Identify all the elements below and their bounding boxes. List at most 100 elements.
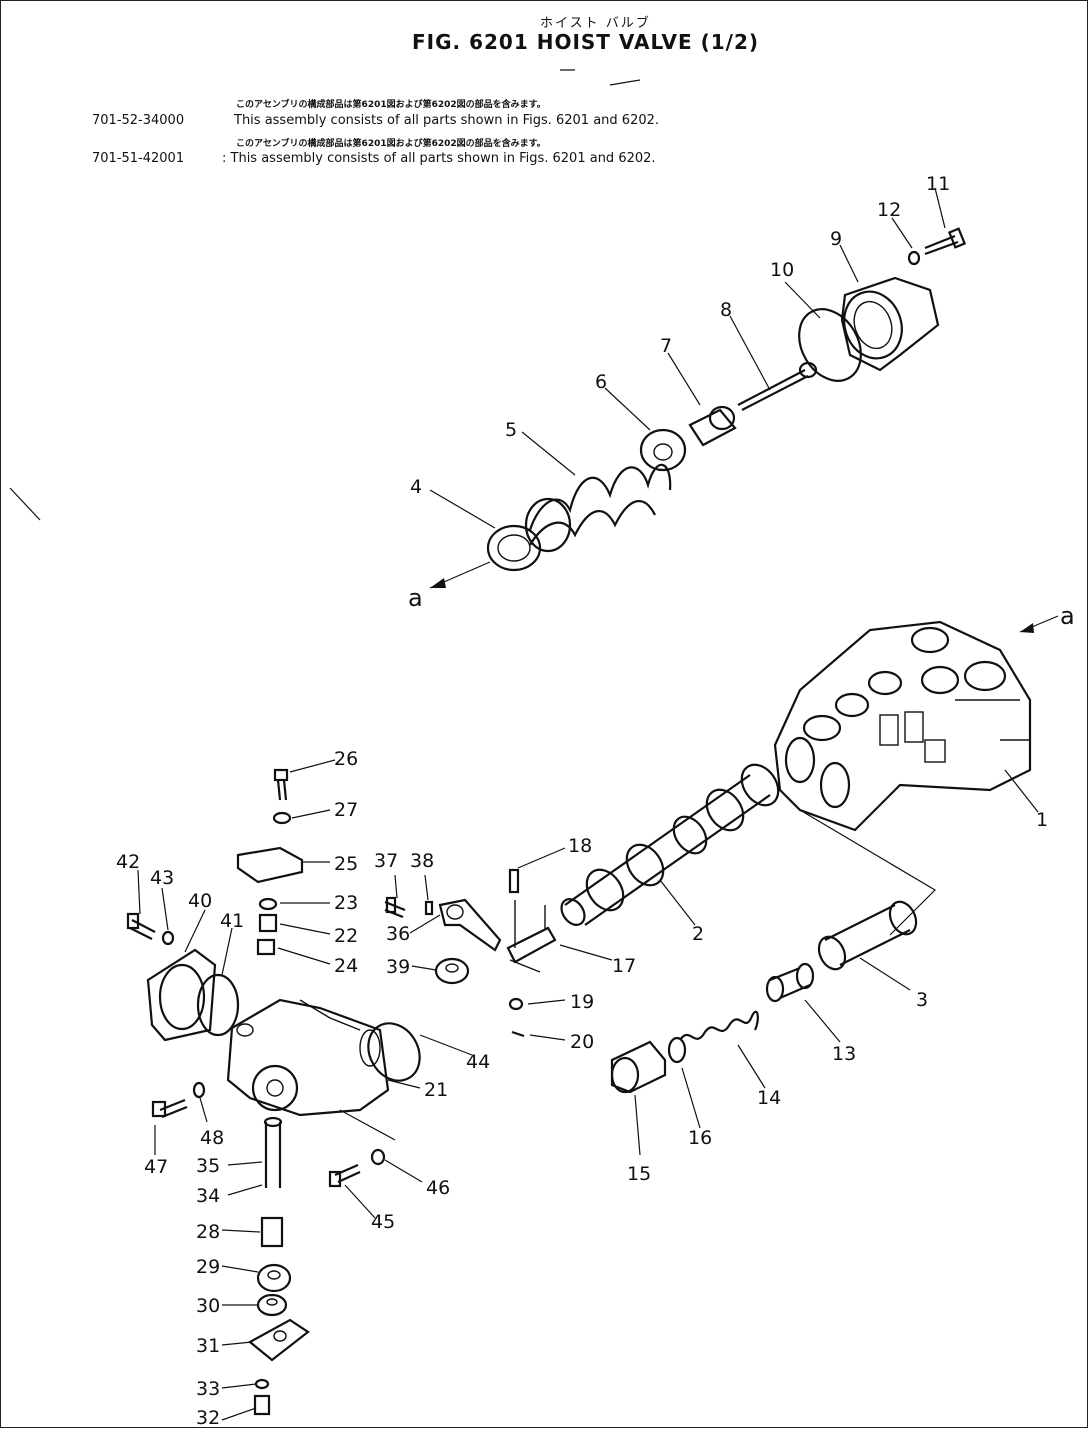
part-2-spool — [560, 763, 780, 926]
part-13-sleeve — [765, 962, 815, 1003]
arrow-a-left-head — [430, 578, 446, 588]
label-18: 18 — [568, 835, 592, 857]
part-22-plug — [258, 913, 278, 933]
part-24-plug — [256, 938, 276, 956]
part-28-bushing — [260, 1216, 284, 1248]
part-41-o-ring — [196, 973, 240, 1037]
part-30-seal — [256, 1293, 288, 1317]
label-46: 46 — [426, 1177, 450, 1199]
assembly-guide-line — [339, 1109, 396, 1141]
part-6-retainer — [639, 428, 687, 472]
part-46-washer — [370, 1148, 386, 1166]
label-20: 20 — [570, 1031, 594, 1053]
label-40: 40 — [188, 890, 212, 912]
label-37: 37 — [374, 850, 398, 872]
part-45-bolt — [328, 1163, 361, 1188]
part-7-sleeve — [688, 405, 737, 447]
note-1-japanese: このアセンブリの構成部品は第6201図および第6202図の部品を含みます。 — [236, 100, 546, 110]
label-44: 44 — [466, 1051, 490, 1073]
arrow-label-a-left: a — [408, 584, 423, 612]
label-30: 30 — [196, 1295, 220, 1317]
label-10: 10 — [770, 259, 794, 281]
part-38-washer — [424, 900, 434, 916]
part-3-sleeve — [817, 900, 918, 971]
part-1-valve-body — [773, 620, 1032, 832]
label-28: 28 — [196, 1221, 220, 1243]
label-39: 39 — [386, 956, 410, 978]
label-38: 38 — [410, 850, 434, 872]
note-1-text: This assembly consists of all parts show… — [234, 113, 660, 128]
label-3: 3 — [916, 989, 928, 1011]
note-2-japanese: このアセンブリの構成部品は第6201図および第6202図の部品を含みます。 — [236, 139, 546, 149]
part-32-bolt — [253, 1394, 271, 1416]
label-14: 14 — [757, 1087, 781, 1109]
part-34-shaft-top — [263, 1116, 283, 1128]
part-26-bolt-head — [273, 768, 289, 782]
part-21-housing — [226, 998, 390, 1117]
part-31-plate — [248, 1318, 310, 1362]
label-32: 32 — [196, 1407, 220, 1429]
label-5: 5 — [505, 419, 517, 441]
part-10-o-ring — [798, 308, 862, 382]
note-1-part-number: 701-52-34000 — [92, 113, 185, 128]
part-26-bolt — [276, 779, 288, 801]
label-22: 22 — [334, 925, 358, 947]
label-34: 34 — [196, 1185, 220, 1207]
part-44-o-ring — [367, 1022, 421, 1082]
part-48-washer — [192, 1081, 206, 1099]
label-24: 24 — [334, 955, 358, 977]
label-25: 25 — [334, 853, 358, 875]
part-42-bolt — [126, 912, 156, 940]
part-34-shaft — [264, 1122, 282, 1188]
label-45: 45 — [371, 1211, 395, 1233]
part-4-seat — [486, 524, 542, 572]
label-43: 43 — [150, 867, 174, 889]
scan-mark — [9, 487, 41, 521]
label-7: 7 — [660, 335, 672, 357]
label-33: 33 — [196, 1378, 220, 1400]
part-36-lever — [438, 898, 502, 952]
label-8: 8 — [720, 299, 732, 321]
label-21: 21 — [424, 1079, 448, 1101]
label-23: 23 — [334, 892, 358, 914]
part-37-bolt — [384, 896, 406, 919]
label-27: 27 — [334, 799, 358, 821]
arrow-label-a-right: a — [1060, 602, 1075, 630]
part-5-spring — [524, 463, 672, 553]
leader-lines — [137, 187, 1039, 1421]
assembly-guide-line — [799, 809, 936, 936]
label-9: 9 — [830, 228, 842, 250]
label-35: 35 — [196, 1155, 220, 1177]
label-17: 17 — [612, 955, 636, 977]
part-39-bushing — [434, 957, 470, 985]
part-27-washer — [272, 811, 292, 825]
note-2-text: : This assembly consists of all parts sh… — [222, 151, 656, 166]
part-40-cover — [146, 948, 217, 1042]
part-43-washer — [161, 930, 175, 946]
part-19-washer — [508, 997, 524, 1011]
label-12: 12 — [877, 199, 901, 221]
label-13: 13 — [832, 1043, 856, 1065]
label-48: 48 — [200, 1127, 224, 1149]
label-1: 1 — [1036, 809, 1048, 831]
part-12-washer — [907, 250, 921, 266]
label-4: 4 — [410, 476, 422, 498]
part-8-rod — [737, 361, 818, 411]
label-47: 47 — [144, 1156, 168, 1178]
arrow-a-right-head — [1020, 623, 1034, 633]
part-33-washer — [254, 1378, 270, 1390]
part-25-plate — [236, 846, 304, 884]
label-15: 15 — [627, 1163, 651, 1185]
part-29-nut — [256, 1263, 292, 1293]
scan-mark — [560, 69, 641, 86]
label-41: 41 — [220, 910, 244, 932]
part-17-link — [506, 900, 557, 973]
part-14-spring — [679, 1010, 759, 1041]
label-36: 36 — [386, 923, 410, 945]
part-16-o-ring — [667, 1036, 687, 1064]
label-26: 26 — [334, 748, 358, 770]
label-19: 19 — [570, 991, 594, 1013]
japanese-title: ホイスト バルブ — [540, 16, 651, 31]
